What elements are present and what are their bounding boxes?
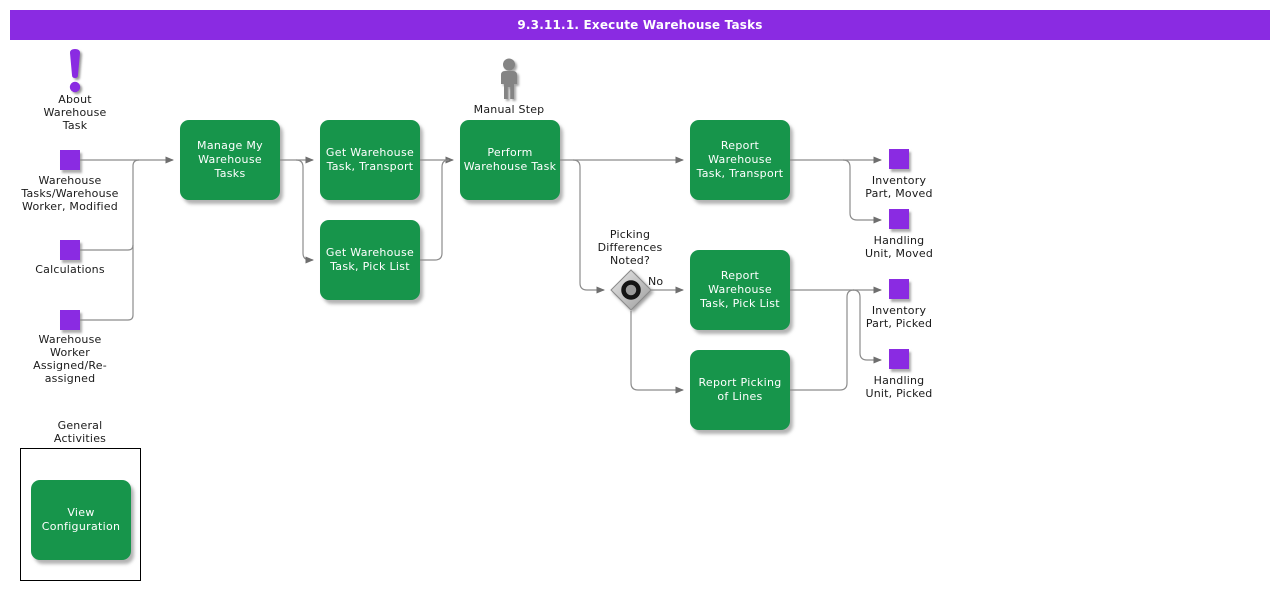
connector-path [790, 289, 855, 391]
event-inventory-part-picked-icon[interactable] [889, 279, 909, 299]
exclamation-icon[interactable] [62, 48, 88, 94]
event-handling-unit-picked-label: Handling Unit, Picked [865, 374, 933, 400]
activity-report-picking-of-lines[interactable]: Report Picking of Lines [690, 350, 790, 430]
event-warehouse-worker-assigned-icon[interactable] [60, 310, 80, 330]
event-inventory-part-moved-icon[interactable] [889, 149, 909, 169]
page-title: 9.3.11.1. Execute Warehouse Tasks [517, 18, 763, 32]
connector-path [630, 311, 684, 394]
decision-diamond-icon [610, 269, 652, 311]
event-inventory-part-picked-label: Inventory Part, Picked [865, 304, 933, 330]
connector-path [80, 314, 134, 321]
manual-step-label: Manual Step [473, 103, 545, 116]
activity-get-warehouse-task-transport[interactable]: Get Warehouse Task, Transport [320, 120, 420, 200]
event-handling-unit-moved-icon[interactable] [889, 209, 909, 229]
about-warehouse-task-label: About Warehouse Task [43, 93, 107, 132]
person-icon [501, 58, 517, 99]
activity-report-warehouse-task-transport[interactable]: Report Warehouse Task, Transport [690, 120, 790, 200]
activity-view-configuration[interactable]: View Configuration [31, 480, 131, 560]
activity-report-warehouse-task-pick-list[interactable]: Report Warehouse Task, Pick List [690, 250, 790, 330]
event-inventory-part-moved-label: Inventory Part, Moved [865, 174, 933, 200]
connector-path [572, 159, 605, 294]
event-warehouse-worker-assigned-label: Warehouse Worker Assigned/Re- assigned [33, 333, 107, 385]
connector-path [295, 159, 314, 264]
diagram-title-bar: 9.3.11.1. Execute Warehouse Tasks [10, 10, 1270, 40]
activity-perform-warehouse-task[interactable]: Perform Warehouse Task [460, 120, 560, 200]
activity-manage-my-warehouse-tasks[interactable]: Manage My Warehouse Tasks [180, 120, 280, 200]
event-handling-unit-picked-icon[interactable] [889, 349, 909, 369]
connector-path [420, 159, 450, 261]
picking-differences-label: Picking Differences Noted? [597, 228, 663, 267]
decision-no-label: No [648, 275, 664, 288]
event-warehouse-tasks-modified-label: Warehouse Tasks/Warehouse Worker, Modifi… [21, 174, 119, 213]
connector-path [80, 244, 134, 251]
event-calculations-label: Calculations [35, 263, 105, 276]
event-warehouse-tasks-modified-icon[interactable] [60, 150, 80, 170]
event-calculations-icon[interactable] [60, 240, 80, 260]
event-handling-unit-moved-label: Handling Unit, Moved [864, 234, 934, 260]
general-activities-label: General Activities [53, 419, 107, 445]
activity-get-warehouse-task-pick-list[interactable]: Get Warehouse Task, Pick List [320, 220, 420, 300]
